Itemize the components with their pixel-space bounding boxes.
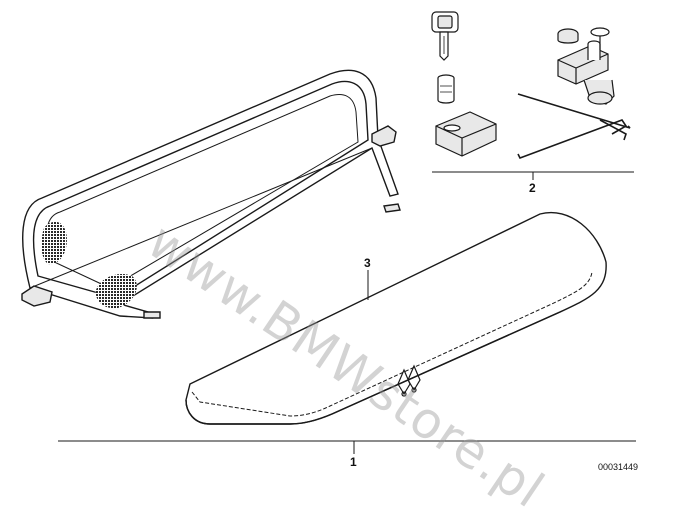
mounting-bracket <box>557 40 615 105</box>
cap-and-pin <box>557 27 610 50</box>
leader-lines <box>58 171 636 454</box>
document-number: 00031449 <box>598 462 639 472</box>
callout-3: 3 <box>364 256 371 270</box>
lock-cylinder <box>437 74 455 104</box>
callout-1: 1 <box>350 455 357 469</box>
zipper-pull <box>397 364 421 397</box>
hex-key <box>517 93 631 160</box>
mesh-patch-left <box>41 221 67 265</box>
lock-housing <box>435 111 497 157</box>
storage-bag <box>185 211 607 425</box>
key <box>431 11 459 61</box>
parts-diagram <box>21 11 636 454</box>
callout-2: 2 <box>529 181 536 195</box>
mesh-patch-right <box>95 273 137 309</box>
